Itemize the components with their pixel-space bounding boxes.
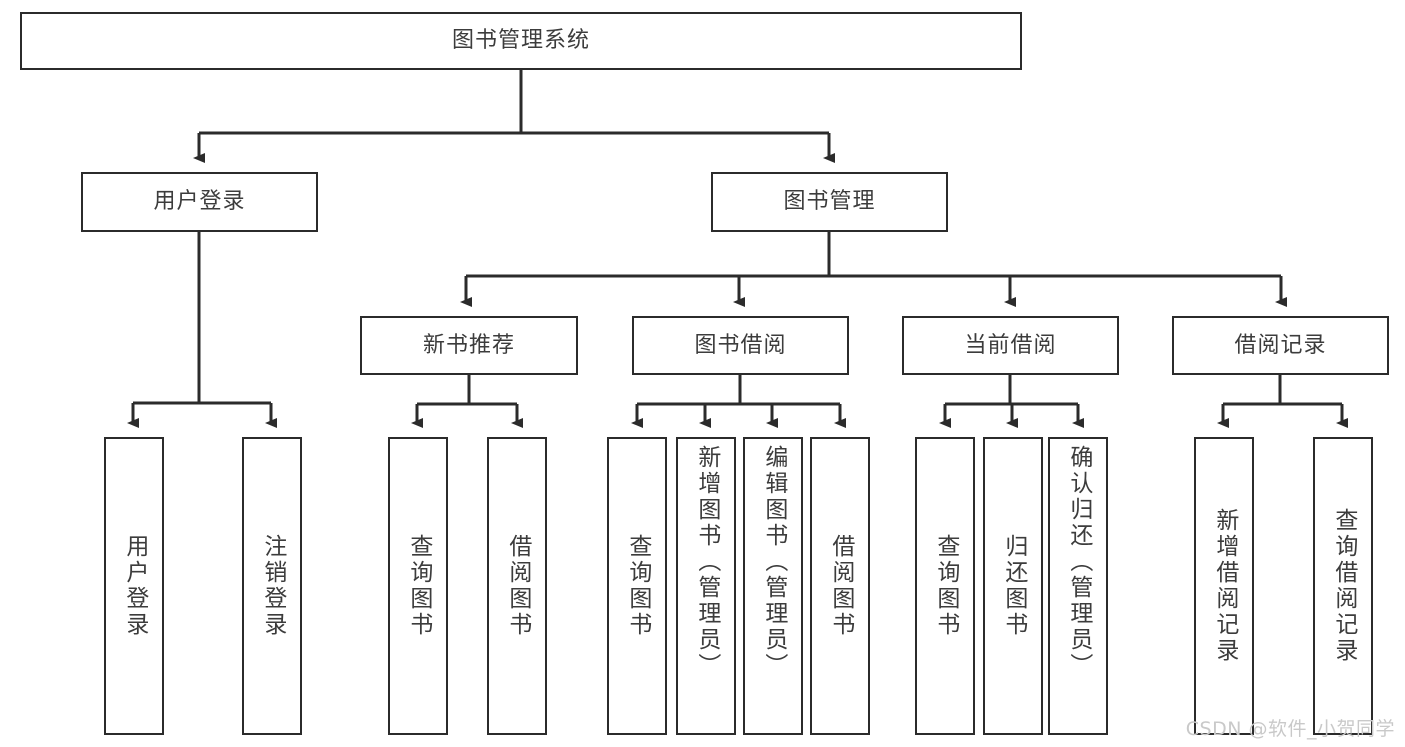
node-book-borrow[interactable]: 图书借阅	[632, 316, 849, 375]
node-label: 图书管理系统	[451, 28, 590, 54]
node-user-login[interactable]: 用户登录	[81, 172, 318, 232]
leaf-new-books-query[interactable]: 查询图书	[388, 437, 448, 735]
node-label: 用户登录	[121, 534, 148, 638]
node-label: 归还图书	[1000, 534, 1027, 638]
node-label: 用户登录	[153, 189, 246, 215]
leaf-borrow-edit-book-admin[interactable]: 编辑图书（管理员）	[743, 437, 803, 735]
node-label: 编辑图书（管理员）	[760, 445, 787, 679]
leaf-current-query-book[interactable]: 查询图书	[915, 437, 975, 735]
node-current-borrow[interactable]: 当前借阅	[902, 316, 1119, 375]
leaf-borrow-borrow-book[interactable]: 借阅图书	[810, 437, 870, 735]
node-root-system[interactable]: 图书管理系统	[20, 12, 1022, 70]
node-label: 查询图书	[624, 534, 651, 638]
leaf-new-books-borrow[interactable]: 借阅图书	[487, 437, 547, 735]
node-label: 图书借阅	[694, 332, 787, 358]
leaf-borrow-add-book-admin[interactable]: 新增图书（管理员）	[676, 437, 736, 735]
node-label: 注销登录	[259, 534, 286, 638]
leaf-borrow-query-book[interactable]: 查询图书	[607, 437, 667, 735]
node-borrow-records[interactable]: 借阅记录	[1172, 316, 1389, 375]
node-label: 当前借阅	[964, 332, 1057, 358]
leaf-records-query-record[interactable]: 查询借阅记录	[1313, 437, 1373, 735]
node-label: 新书推荐	[422, 332, 515, 358]
node-label: 确认归还（管理员）	[1065, 445, 1092, 679]
node-label: 查询借阅记录	[1330, 508, 1357, 664]
node-label: 借阅图书	[504, 534, 531, 638]
node-new-book-recommend[interactable]: 新书推荐	[360, 316, 578, 375]
leaf-user-login-signin[interactable]: 用户登录	[104, 437, 164, 735]
node-label: 新增图书（管理员）	[693, 445, 720, 679]
node-label: 新增借阅记录	[1211, 508, 1238, 664]
node-book-management[interactable]: 图书管理	[711, 172, 948, 232]
leaf-current-confirm-return-admin[interactable]: 确认归还（管理员）	[1048, 437, 1108, 735]
node-label: 图书管理	[783, 189, 876, 215]
leaf-current-return-book[interactable]: 归还图书	[983, 437, 1043, 735]
leaf-user-login-signout[interactable]: 注销登录	[242, 437, 302, 735]
node-label: 借阅图书	[827, 534, 854, 638]
node-label: 查询图书	[405, 534, 432, 638]
node-label: 借阅记录	[1234, 332, 1327, 358]
node-label: 查询图书	[932, 534, 959, 638]
watermark: CSDN @软件_小贺同学	[1185, 718, 1395, 740]
leaf-records-add-record[interactable]: 新增借阅记录	[1194, 437, 1254, 735]
